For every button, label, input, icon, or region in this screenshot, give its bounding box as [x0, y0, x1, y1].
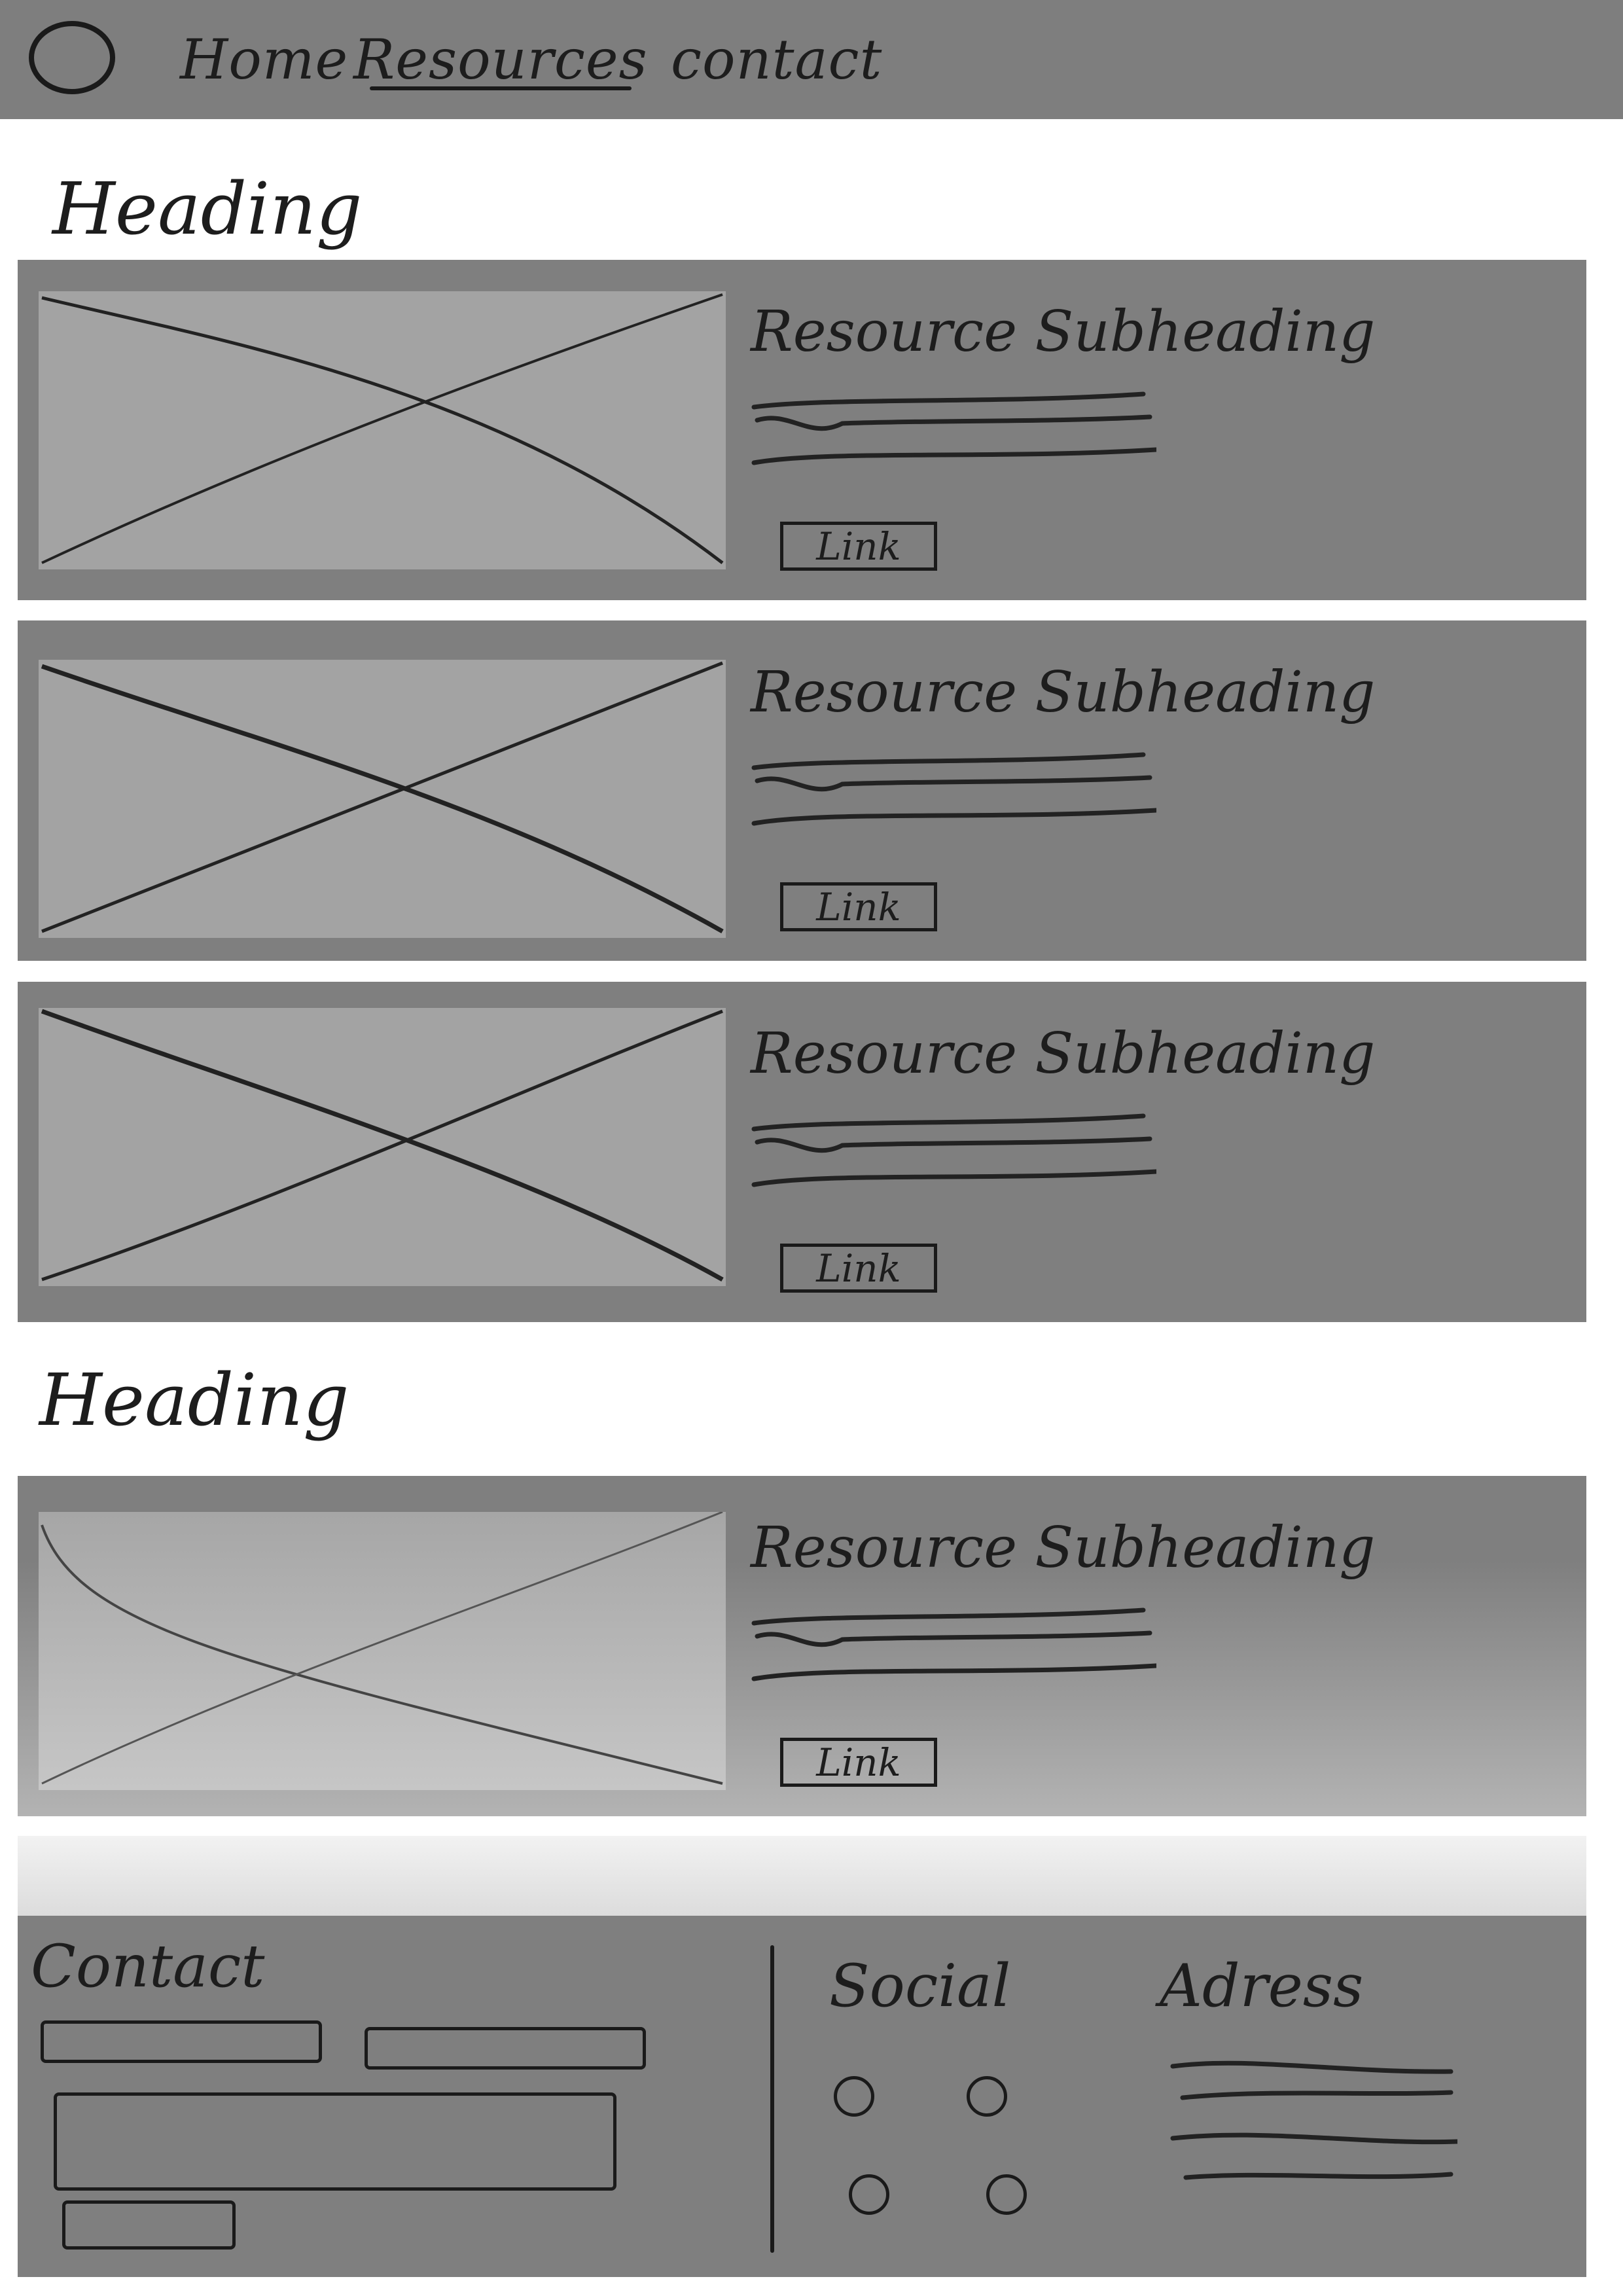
nav-home-link[interactable]: Home	[180, 27, 349, 92]
contact-name-field[interactable]	[41, 2020, 322, 2063]
text-placeholder-lines	[751, 1113, 1156, 1187]
resource-card: Resource Subheading Link	[18, 260, 1586, 600]
resource-card: Resource Subheading Link	[18, 620, 1586, 961]
social-icon[interactable]	[986, 2174, 1027, 2215]
social-icon[interactable]	[849, 2174, 889, 2215]
active-nav-underline	[370, 86, 632, 90]
resource-subheading: Resource Subheading	[751, 660, 1376, 725]
resource-subheading: Resource Subheading	[751, 1021, 1376, 1086]
contact-submit-button[interactable]	[62, 2200, 236, 2250]
footer-address-heading: Adress	[1160, 1952, 1364, 2020]
image-placeholder	[39, 1008, 726, 1286]
footer-social-heading: Social	[829, 1952, 1011, 2020]
resource-subheading: Resource Subheading	[751, 1515, 1376, 1581]
image-placeholder	[39, 660, 726, 938]
contact-message-field[interactable]	[54, 2092, 616, 2191]
footer-contact-heading: Contact	[31, 1932, 265, 2001]
image-placeholder	[39, 291, 726, 569]
partial-card-placeholder	[18, 1836, 1586, 1916]
section-heading: Heading	[39, 1358, 349, 1442]
top-nav: Home Resources contact	[0, 0, 1623, 119]
resource-subheading: Resource Subheading	[751, 299, 1376, 365]
resource-card: Resource Subheading Link	[18, 1476, 1586, 1816]
footer: Contact Social Adress	[18, 1916, 1586, 2277]
logo-icon[interactable]	[26, 18, 118, 97]
contact-email-field[interactable]	[365, 2027, 646, 2070]
resource-card: Resource Subheading Link	[18, 982, 1586, 1322]
section-heading: Heading	[52, 167, 363, 251]
nav-contact-link[interactable]: contact	[671, 27, 883, 92]
social-icon[interactable]	[834, 2076, 874, 2117]
nav-resources-link[interactable]: Resources	[353, 27, 648, 92]
image-placeholder	[39, 1512, 726, 1790]
text-placeholder-lines	[751, 391, 1156, 465]
text-placeholder-lines	[751, 752, 1156, 826]
address-placeholder-lines	[1170, 2060, 1457, 2180]
resource-link-button[interactable]: Link	[780, 1244, 937, 1293]
text-placeholder-lines	[751, 1607, 1156, 1681]
resource-link-button[interactable]: Link	[780, 522, 937, 571]
footer-divider	[770, 1945, 774, 2253]
social-icon[interactable]	[967, 2076, 1007, 2117]
resource-link-button[interactable]: Link	[780, 882, 937, 931]
resource-link-button[interactable]: Link	[780, 1738, 937, 1787]
